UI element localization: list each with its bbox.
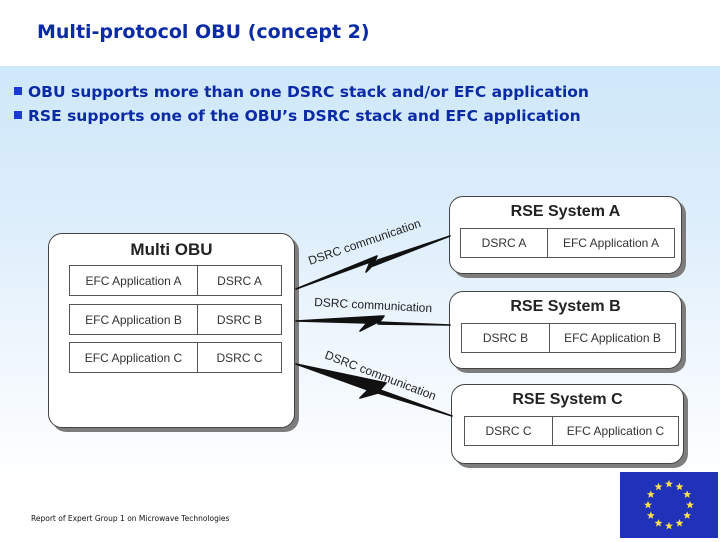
eu-stars-icon [644, 479, 694, 530]
multi-obu-title: Multi OBU [130, 240, 213, 259]
bullet-text: OBU supports more than one DSRC stack an… [28, 83, 589, 101]
eu-flag-logo [620, 472, 718, 538]
bullet-text: RSE supports one of the OBU’s DSRC stack… [28, 107, 581, 125]
rse-system-title: RSE System B [510, 298, 621, 315]
star-icon [675, 482, 684, 491]
link-c: DSRC communication [295, 348, 453, 417]
star-icon [683, 511, 692, 519]
rse-system-b-box: RSE System B DSRC B EFC Application B [449, 291, 682, 369]
slide-title: Multi-protocol OBU (concept 2) [37, 21, 370, 43]
star-icon [644, 500, 652, 509]
star-icon [646, 490, 655, 498]
rse-dsrc-cell: DSRC A [481, 236, 527, 250]
rse-dsrc-cell: DSRC C [485, 424, 532, 438]
rse-system-c-box: RSE System C DSRC C EFC Application C [451, 384, 684, 464]
star-icon [675, 518, 684, 527]
star-icon [654, 482, 663, 491]
multi-obu-box: Multi OBU EFC Application A DSRC A EFC A… [48, 233, 295, 428]
star-icon [665, 521, 673, 530]
obu-app-cell: EFC Application C [84, 350, 183, 365]
star-icon [683, 490, 692, 498]
rse-row: DSRC B EFC Application B [461, 323, 676, 353]
bullet-square-icon [14, 87, 22, 95]
obu-dsrc-cell: DSRC B [197, 305, 281, 334]
rse-app-cell: EFC Application A [547, 229, 674, 257]
lightning-link-a-icon [295, 235, 451, 290]
obu-app-cell: EFC Application A [85, 273, 182, 288]
obu-row: EFC Application B DSRC B [69, 304, 282, 335]
link-label: DSRC communication [306, 216, 422, 268]
rse-system-a-box: RSE System A DSRC A EFC Application A [449, 196, 682, 274]
link-label: DSRC communication [314, 295, 433, 315]
rse-system-title: RSE System A [510, 203, 621, 220]
obu-dsrc-cell: DSRC C [197, 343, 281, 372]
link-a: DSRC communication [295, 216, 451, 290]
star-icon [646, 511, 655, 519]
lightning-link-b-icon [295, 315, 451, 332]
bullet-item: OBU supports more than one DSRC stack an… [14, 81, 589, 105]
link-b: DSRC communication [295, 295, 451, 332]
obu-row: EFC Application A DSRC A [69, 265, 282, 296]
star-icon [686, 500, 694, 509]
rse-row: DSRC C EFC Application C [464, 416, 679, 446]
rse-system-title: RSE System C [512, 391, 623, 408]
bullet-list: OBU supports more than one DSRC stack an… [14, 81, 589, 129]
footer-text: Report of Expert Group 1 on Microwave Te… [31, 514, 230, 523]
obu-dsrc-cell: DSRC A [197, 266, 281, 295]
bullet-square-icon [14, 111, 22, 119]
rse-row: DSRC A EFC Application A [460, 228, 675, 258]
obu-app-cell: EFC Application B [85, 312, 182, 327]
obu-row: EFC Application C DSRC C [69, 342, 282, 373]
rse-dsrc-cell: DSRC B [482, 331, 529, 345]
bullet-item: RSE supports one of the OBU’s DSRC stack… [14, 105, 589, 129]
rse-app-cell: EFC Application C [552, 417, 678, 445]
star-icon [654, 518, 663, 527]
star-icon [665, 479, 673, 488]
lightning-link-c-icon [295, 363, 453, 417]
rse-app-cell: EFC Application B [549, 324, 675, 352]
